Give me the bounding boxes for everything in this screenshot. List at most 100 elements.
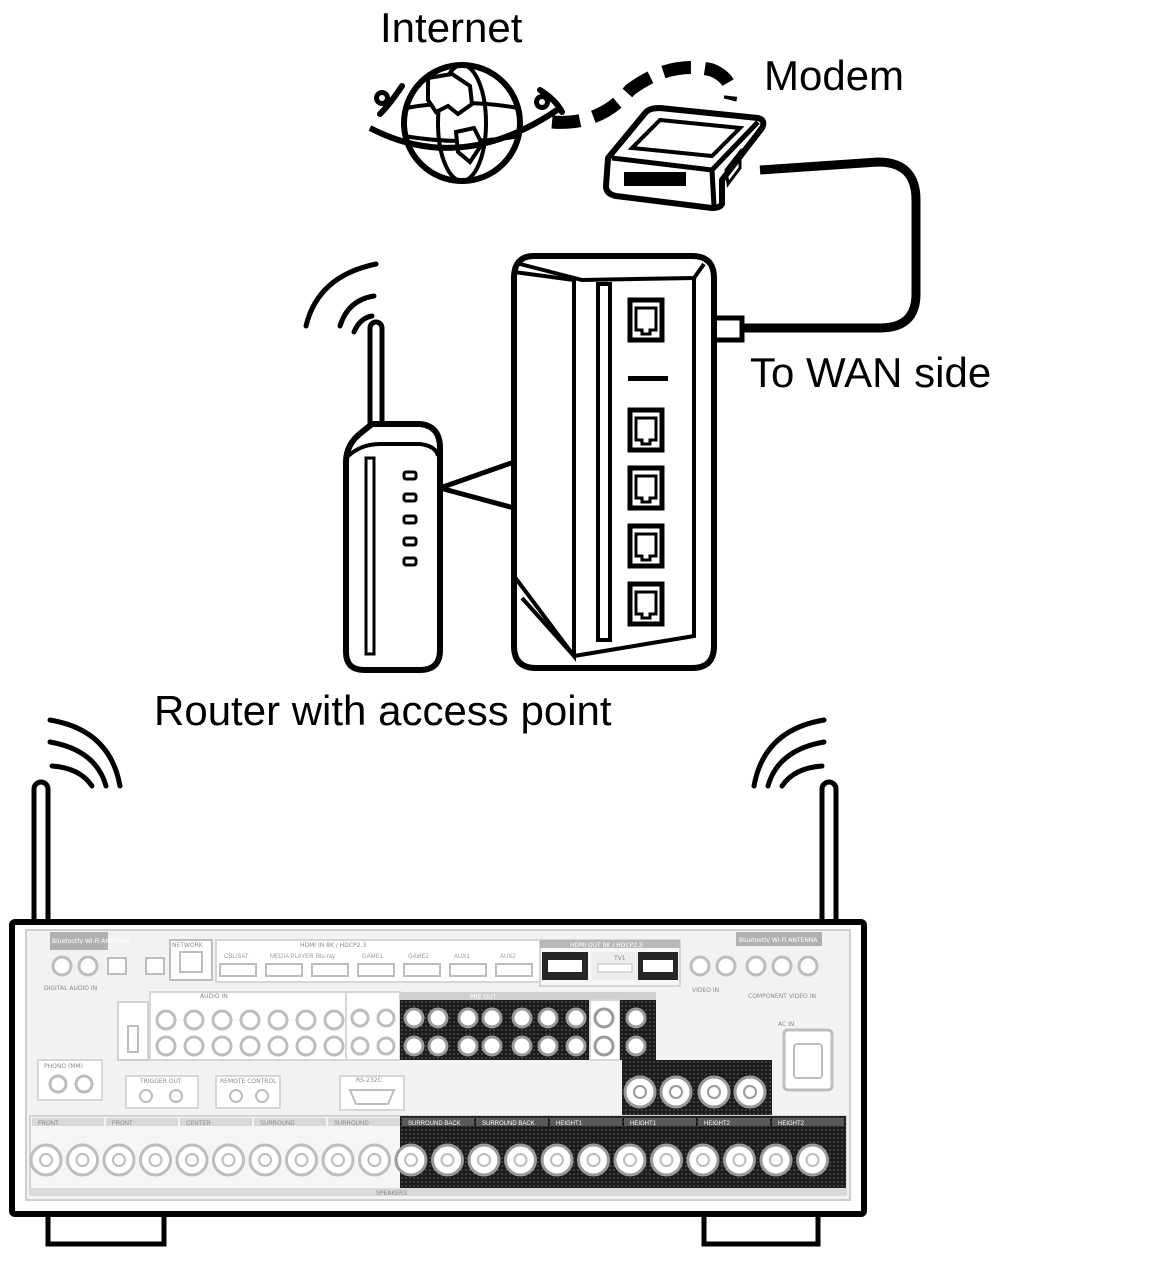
pre-out-jacks bbox=[403, 1007, 647, 1057]
hdmi-in-port-label: AUX2 bbox=[500, 954, 516, 960]
audio-in-jack bbox=[211, 1035, 233, 1057]
speaker-group-header bbox=[772, 1118, 844, 1126]
pre-out-jack bbox=[593, 1007, 615, 1029]
hdmi-out-label: HDMI OUT 8K / HDCP2.3 bbox=[570, 942, 643, 949]
pre-out-jack bbox=[537, 1007, 559, 1029]
internet-modem-link bbox=[551, 61, 738, 129]
pre-out-jack bbox=[537, 1035, 559, 1057]
audio-in-jack bbox=[183, 1009, 205, 1031]
wan-side-label: To WAN side bbox=[750, 349, 991, 396]
hdmi-in-port-label: GAME1 bbox=[362, 954, 384, 960]
globe-icon bbox=[368, 62, 565, 184]
hdmi-in-port-label: GAME2 bbox=[408, 954, 430, 960]
antenna-left bbox=[31, 779, 51, 933]
router-ports bbox=[627, 297, 665, 627]
remote-control-label: REMOTE CONTROL bbox=[220, 1078, 277, 1085]
audio-in-jack bbox=[295, 1009, 317, 1031]
hdmi-in-port-label: AUX1 bbox=[454, 954, 470, 960]
speaker-group-label: SURROUND BACK bbox=[482, 1121, 535, 1127]
speaker-group-label: SURROUND BACK bbox=[408, 1121, 461, 1127]
ac-in-label: AC IN bbox=[778, 1021, 794, 1028]
receiver-wifi-waves-right-icon bbox=[751, 717, 827, 789]
pre-out-jack bbox=[457, 1035, 479, 1057]
pre-out-jack bbox=[427, 1035, 449, 1057]
hdmi-in-port-label: Blu-ray bbox=[316, 954, 335, 960]
router-label: Router with access point bbox=[154, 687, 612, 734]
speaker-terminals bbox=[29, 1143, 829, 1177]
pre-out-jack bbox=[403, 1035, 425, 1057]
receiver-wifi-waves-left-icon bbox=[47, 717, 123, 789]
pre-out-jack bbox=[427, 1007, 449, 1029]
audio-in-jack bbox=[323, 1009, 345, 1031]
lan-port bbox=[627, 465, 665, 511]
pre-out-jack bbox=[565, 1007, 587, 1029]
audio-in-label: AUDIO IN bbox=[200, 993, 228, 1000]
audio-in-jacks bbox=[155, 1009, 345, 1057]
audio-in-jack bbox=[155, 1035, 177, 1057]
speaker-group-header bbox=[180, 1118, 252, 1126]
speaker-group-header bbox=[402, 1118, 474, 1126]
tv1-label: TV1 bbox=[613, 955, 626, 962]
modem-icon bbox=[603, 105, 767, 211]
upper-speaker-terminals bbox=[623, 1075, 767, 1109]
hdmi-in-port bbox=[449, 963, 487, 977]
audio-in-jack bbox=[155, 1009, 177, 1031]
pre-out-jack bbox=[565, 1035, 587, 1057]
phono-label: PHONO (MM) bbox=[44, 1063, 83, 1070]
audio-in-jack bbox=[239, 1035, 261, 1057]
bt-wifi-label-right: Bluetooth/ Wi-Fi ANTENNA bbox=[739, 937, 818, 944]
av-receiver: Bluetooth/ Wi-Fi ANTENNA Bluetooth/ Wi-F… bbox=[9, 779, 867, 1247]
speaker-group-label: FRONT bbox=[38, 1121, 59, 1127]
bt-wifi-label-left: Bluetooth/ Wi-Fi ANTENNA bbox=[52, 938, 131, 945]
hdmi-in-port-label: CBL/SAT bbox=[224, 954, 249, 960]
pre-out-label: PRE OUT bbox=[470, 994, 497, 1001]
audio-in-jack bbox=[267, 1009, 289, 1031]
pre-out-jack bbox=[511, 1007, 533, 1029]
hdmi-in-port bbox=[311, 963, 349, 977]
audio-in-jack bbox=[295, 1035, 317, 1057]
lan-port bbox=[627, 407, 665, 453]
router-icon bbox=[343, 319, 443, 673]
lan-port bbox=[627, 581, 665, 627]
speakers-label: SPEAKERS bbox=[376, 1190, 407, 1197]
lan-port bbox=[627, 523, 665, 569]
antenna-right bbox=[819, 779, 839, 933]
speaker-group-header bbox=[624, 1118, 696, 1126]
speaker-group-header bbox=[106, 1118, 178, 1126]
speaker-group-header bbox=[328, 1118, 400, 1126]
audio-in-jack bbox=[267, 1035, 289, 1057]
pre-out-jack bbox=[481, 1035, 503, 1057]
pre-out-jack bbox=[625, 1007, 647, 1029]
audio-in-jack bbox=[239, 1009, 261, 1031]
pre-out-jack bbox=[403, 1007, 425, 1029]
wan-port bbox=[627, 297, 665, 343]
modem-label: Modem bbox=[764, 52, 904, 99]
speaker-group-header bbox=[32, 1118, 104, 1126]
speaker-group-label: SURROUND bbox=[334, 1121, 369, 1127]
pre-out-jack bbox=[593, 1035, 615, 1057]
digital-audio-label: DIGITAL AUDIO IN bbox=[44, 985, 97, 992]
pre-out-jack bbox=[625, 1035, 647, 1057]
speaker-group-header bbox=[550, 1118, 622, 1126]
hdmi-in-port-label: MEDIA PLAYER bbox=[270, 954, 314, 960]
audio-in-jack bbox=[211, 1009, 233, 1031]
hdmi-in-port bbox=[403, 963, 441, 977]
speaker-group-header bbox=[254, 1118, 326, 1126]
speaker-group-label: HEIGHT2 bbox=[704, 1121, 731, 1127]
hdmi-in-port bbox=[265, 963, 303, 977]
wan-cable bbox=[740, 157, 921, 333]
hdmi-in-port bbox=[219, 963, 257, 977]
network-port-label: NETWORK bbox=[172, 942, 204, 949]
speaker-group-header bbox=[698, 1118, 770, 1126]
hdmi-in-label: HDMI IN 8K / HDCP2.3 bbox=[300, 942, 366, 949]
hdmi-in-port bbox=[495, 963, 533, 977]
speaker-group-label: HEIGHT1 bbox=[630, 1121, 657, 1127]
router-wifi-waves-icon bbox=[303, 261, 379, 335]
speaker-group-header bbox=[476, 1118, 548, 1126]
speaker-group-label: HEIGHT2 bbox=[778, 1121, 805, 1127]
component-video-label: COMPONENT VIDEO IN bbox=[748, 993, 816, 1000]
router-port-panel bbox=[511, 253, 717, 671]
